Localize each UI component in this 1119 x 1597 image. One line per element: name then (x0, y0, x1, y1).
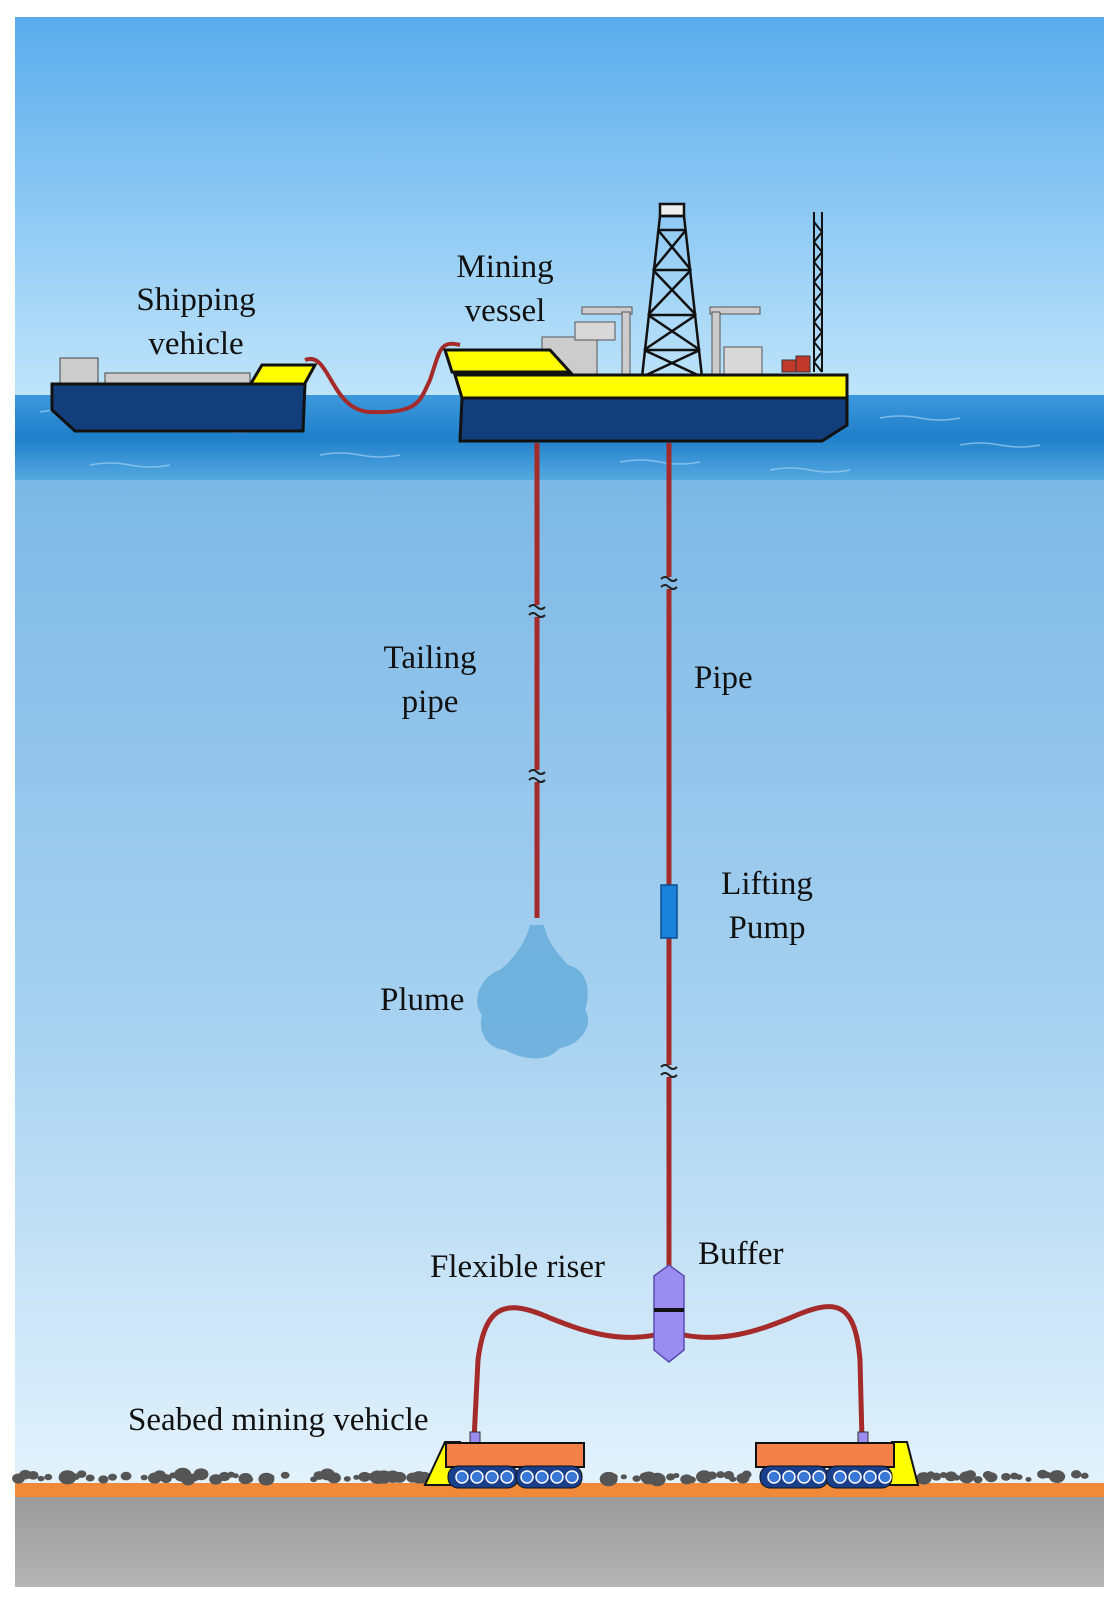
nodule (76, 1470, 87, 1478)
label-flexible-riser: Flexible riser (430, 1249, 606, 1285)
mining-vessel (442, 202, 849, 443)
track-wheel (500, 1470, 514, 1484)
nodule (280, 1471, 290, 1479)
track-wheel (782, 1470, 796, 1484)
track-wheel (535, 1470, 549, 1484)
label-seabed-mining-vehicle: Seabed mining vehicle (128, 1402, 429, 1438)
track-wheel (767, 1470, 781, 1484)
nodules (12, 1467, 1089, 1487)
nodule (1025, 1476, 1032, 1482)
nodule (666, 1473, 676, 1481)
nodule (716, 1471, 725, 1479)
label-buffer: Buffer (698, 1236, 784, 1272)
nodule (620, 1474, 627, 1480)
sea-ripples (39, 409, 1041, 473)
nodule (706, 1471, 717, 1480)
nodule (218, 1471, 231, 1482)
nodule (160, 1474, 172, 1484)
track-wheel (878, 1470, 892, 1484)
tailing-pipe-breaks (528, 604, 546, 783)
nodule (973, 1476, 983, 1484)
label-lifting-pump: Lifting Pump (721, 866, 813, 946)
bedrock (15, 1497, 1104, 1587)
plume (477, 925, 589, 1059)
nodule (27, 1470, 39, 1480)
nodule (741, 1470, 752, 1479)
track-wheel (470, 1470, 484, 1484)
track-wheel (848, 1470, 862, 1484)
track-wheels (455, 1470, 892, 1484)
nodule (953, 1474, 961, 1481)
nodule (120, 1471, 132, 1481)
nodule (687, 1476, 696, 1484)
label-plume: Plume (380, 982, 465, 1018)
track-wheel (550, 1470, 564, 1484)
sky (15, 17, 1104, 395)
shipping-vehicle (50, 357, 318, 433)
nodule (1080, 1472, 1089, 1479)
seabed-mining-vehicles (423, 1431, 920, 1489)
nodule (37, 1475, 45, 1482)
track-wheel (863, 1470, 877, 1484)
track-wheel (565, 1470, 579, 1484)
nodule (729, 1476, 737, 1483)
nodule (108, 1473, 117, 1481)
shipping-hull (50, 382, 307, 433)
nodule (85, 1474, 95, 1482)
track-wheel (797, 1470, 811, 1484)
nodule (673, 1473, 680, 1479)
nodule (964, 1470, 976, 1480)
nodule (327, 1472, 341, 1484)
nodule (98, 1475, 109, 1484)
label-mining-vessel: Mining vessel (456, 249, 554, 329)
flexible-riser-right (674, 1304, 865, 1441)
track-wheel (520, 1470, 534, 1484)
nodule (245, 1476, 254, 1483)
nodule (1059, 1473, 1066, 1479)
antenna-mast (812, 212, 824, 373)
derrick (640, 202, 704, 379)
mining-deck (452, 373, 849, 400)
nodule (232, 1473, 239, 1479)
track-wheel (833, 1470, 847, 1484)
track-wheel (485, 1470, 499, 1484)
main-pipe-breaks (660, 576, 678, 1078)
nodule (353, 1474, 360, 1480)
nodule (140, 1474, 148, 1481)
nodule (1015, 1474, 1023, 1480)
nodule (648, 1472, 666, 1487)
nodule (193, 1468, 209, 1481)
nodule (609, 1473, 618, 1481)
nodule (44, 1473, 53, 1481)
label-tailing-pipe: Tailing pipe (383, 640, 477, 720)
label-shipping-vehicle: Shipping vehicle (136, 282, 256, 362)
track-wheel (455, 1470, 469, 1484)
nodule (1001, 1472, 1011, 1481)
nodule (392, 1471, 407, 1483)
mining-bow-deck (442, 348, 574, 374)
nodule (58, 1470, 77, 1485)
shipping-bow-deck (247, 363, 318, 387)
nodule (984, 1472, 998, 1483)
nodule (358, 1471, 371, 1482)
nodule (1048, 1470, 1066, 1484)
nodule (343, 1476, 351, 1482)
label-pipe: Pipe (694, 660, 753, 696)
mining-hull (458, 396, 849, 443)
shipping-cabin (59, 357, 99, 385)
nodule (267, 1474, 275, 1480)
buffer (653, 1264, 685, 1363)
nodule (931, 1472, 942, 1481)
track-wheel (812, 1470, 826, 1484)
nodule (1070, 1470, 1082, 1479)
nodule (632, 1475, 641, 1482)
transfer-hose (304, 341, 461, 415)
lifting-pump (660, 884, 678, 939)
flexible-riser-left (471, 1305, 664, 1441)
